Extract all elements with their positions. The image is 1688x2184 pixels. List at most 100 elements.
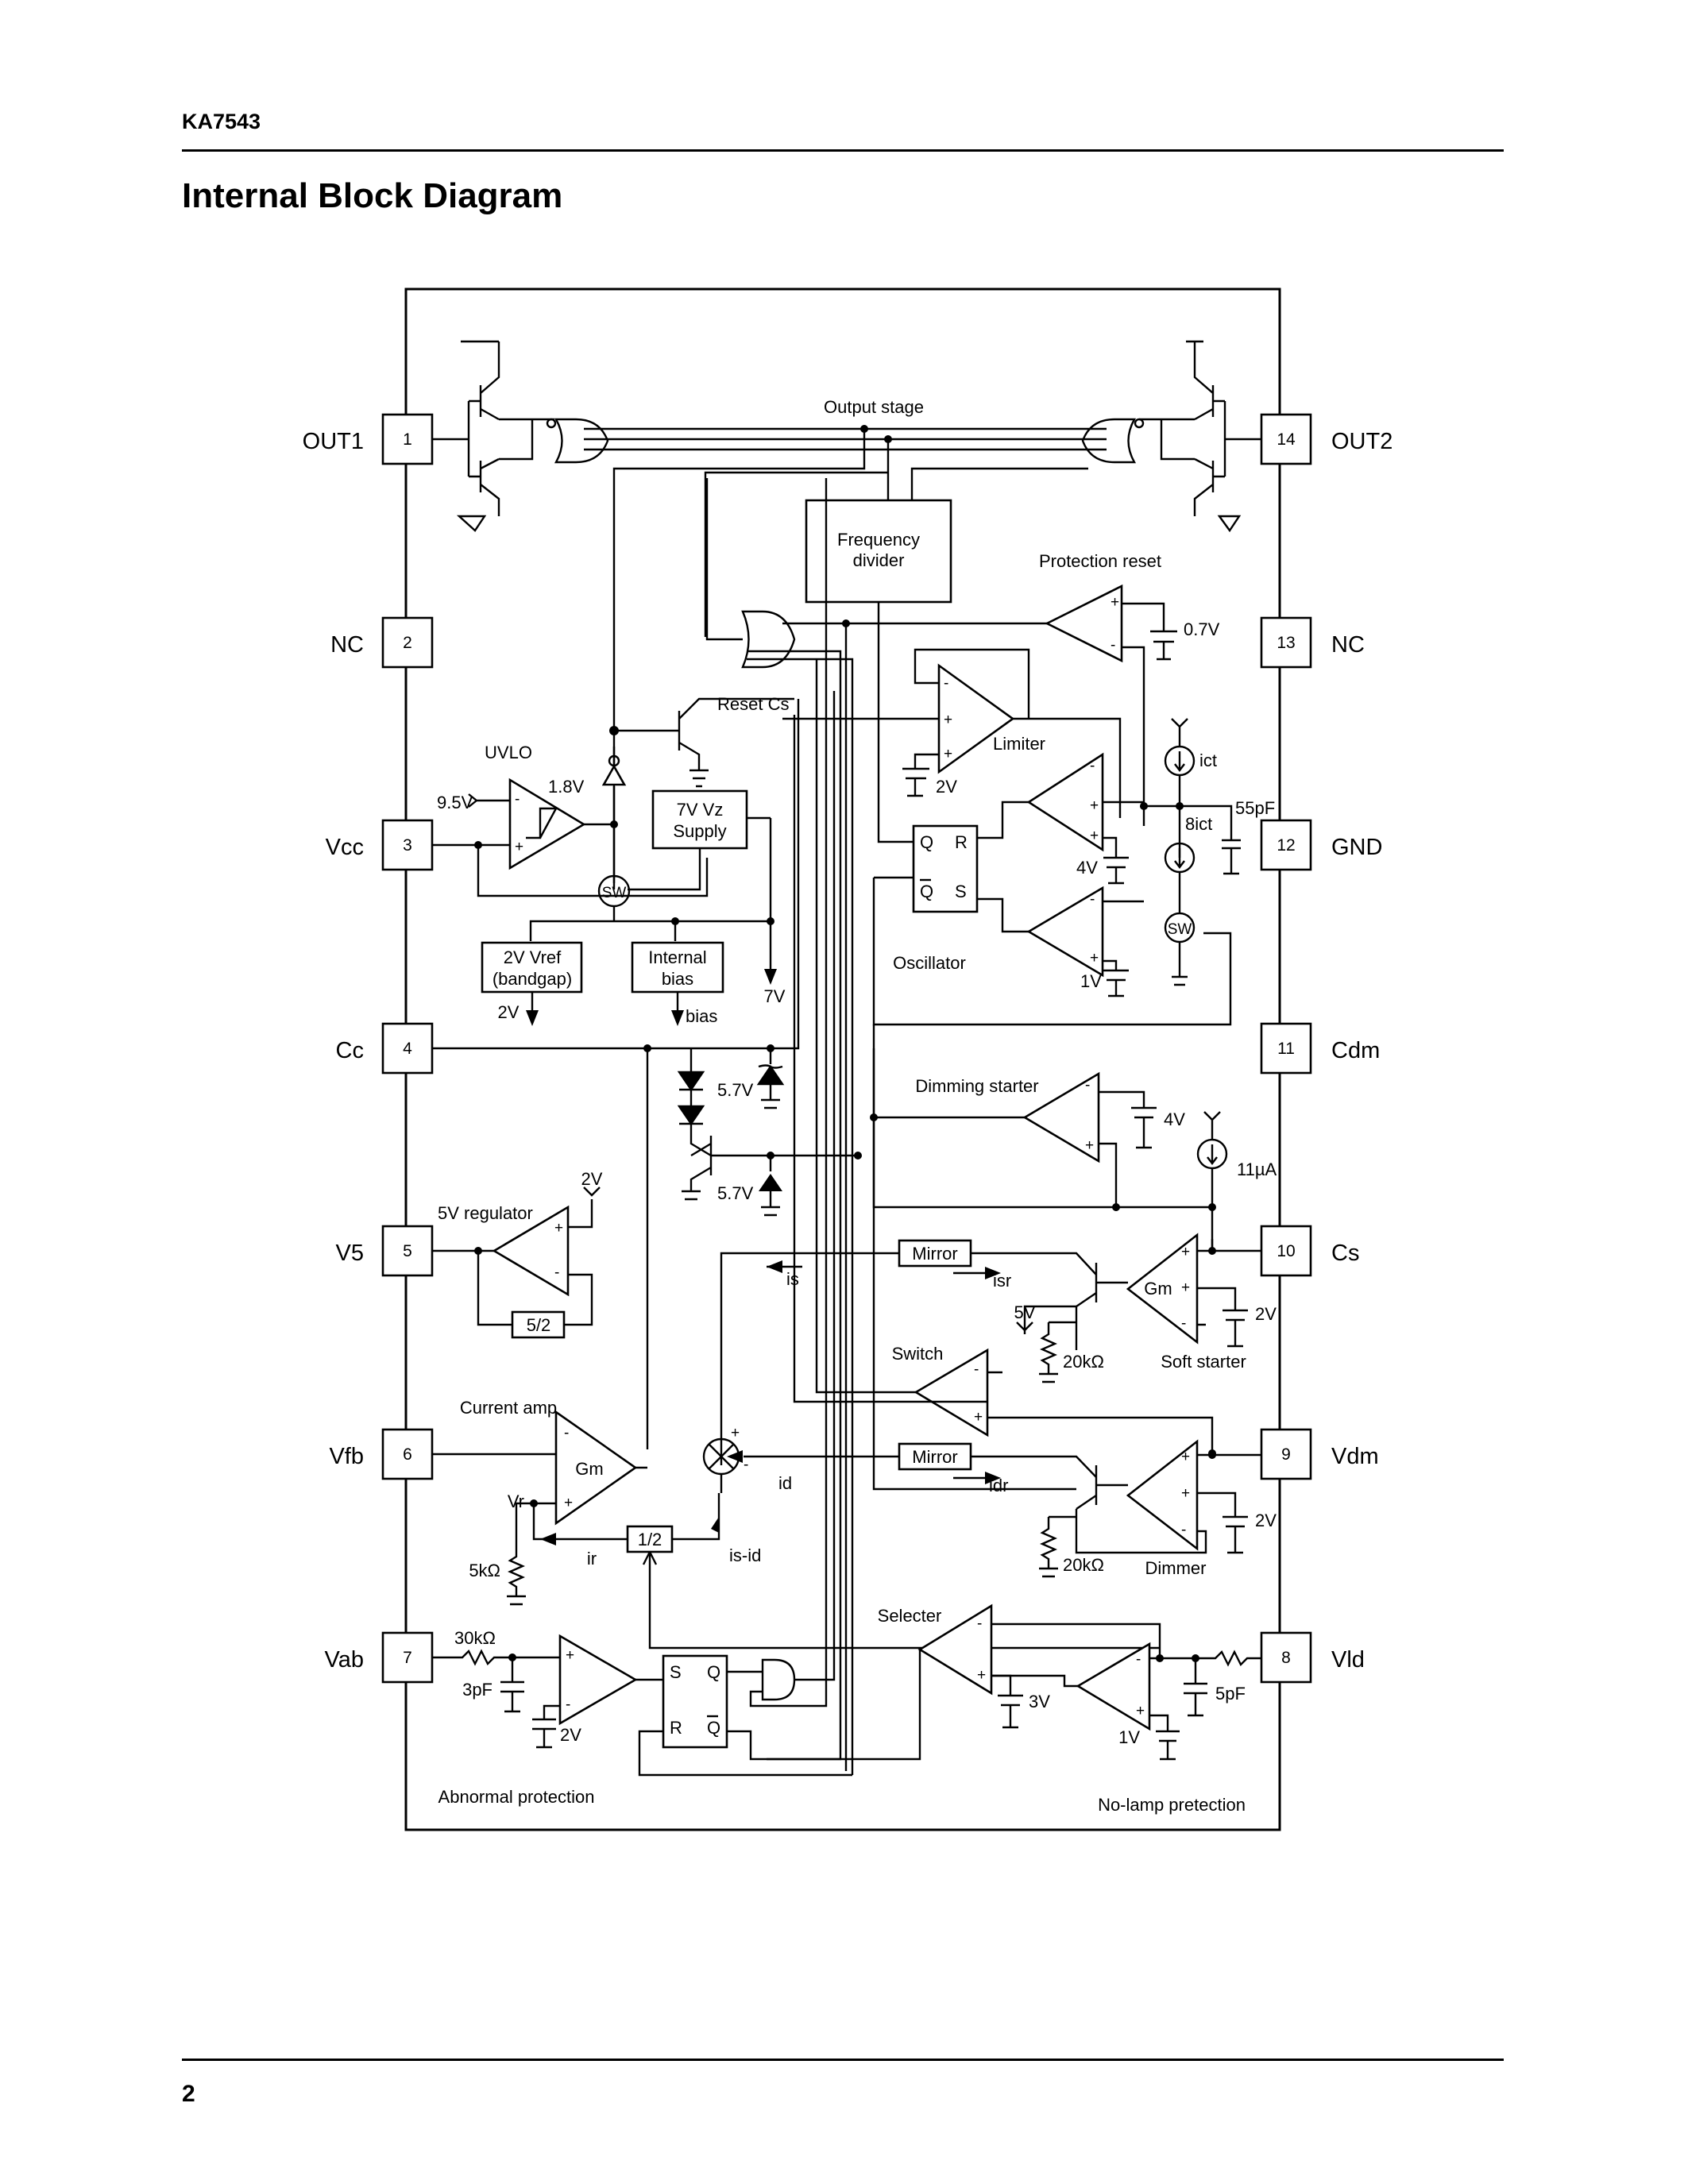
diagram-label: 5 xyxy=(403,1242,412,1260)
vref-block: 2V Vref (bandgap) 2V xyxy=(481,941,583,1026)
diagram-label: isr xyxy=(993,1271,1011,1291)
diagram-label: - xyxy=(1136,1651,1141,1668)
diagram-label: 20kΩ xyxy=(1063,1352,1104,1372)
uvlo-block: UVLO 1.8V 9.5V - + SW xyxy=(432,743,774,978)
diagram-label: - xyxy=(515,791,520,808)
regulator-5v: 5V regulator + - 2V 5/2 xyxy=(432,1169,603,1339)
diagram-label: OUT1 xyxy=(303,429,364,454)
diagram-label: 14 xyxy=(1277,430,1296,449)
diagram-label: + xyxy=(554,1220,563,1237)
diagram-label: - xyxy=(554,1264,559,1281)
pin-2-nc: 2 NC xyxy=(330,616,434,669)
page-number: 2 xyxy=(182,2081,195,2107)
protection-reset: Protection reset + - 0.7V xyxy=(782,551,1220,826)
diagram-label: 1/2 xyxy=(638,1530,662,1549)
dimming-starter: Dimming starter - + 4V 11µA xyxy=(870,1048,1277,1251)
current-amp: Current amp - + Gm Vr 5kΩ ir 1/2 is-id xyxy=(432,1398,1160,1650)
diagram-label: NC xyxy=(330,632,364,658)
diagram-label: ir xyxy=(587,1549,597,1569)
oscillator-block: Q R Q S Oscillator - + + 4V - + 1V xyxy=(872,752,1232,1026)
diagram-label: 5V regulator xyxy=(438,1203,533,1223)
diagram-label: 4V xyxy=(1164,1109,1185,1129)
pin-14-out2: 14 OUT2 xyxy=(1260,413,1393,465)
pin-3-vcc: 3 Vcc xyxy=(326,819,434,871)
diagram-label: Q xyxy=(707,1718,720,1738)
diagram-label: 2V Vref xyxy=(504,947,562,967)
diagram-label: + xyxy=(1090,828,1099,844)
multiplier: + - xyxy=(702,1425,748,1493)
diagram-label: Dimming starter xyxy=(915,1076,1038,1096)
diagram-label: (bandgap) xyxy=(492,969,572,989)
diagram-label: + xyxy=(564,1495,573,1511)
diagram-label: No-lamp pretection xyxy=(1098,1795,1246,1815)
diagram-label: 2V xyxy=(498,1002,520,1022)
diagram-label: - xyxy=(1181,1522,1186,1538)
diagram-label: Supply xyxy=(673,821,726,841)
diagram-label: S xyxy=(670,1662,682,1682)
diagram-label: Vab xyxy=(325,1647,364,1673)
diagram-label: 2 xyxy=(403,634,412,652)
diagram-label: Oscillator xyxy=(893,953,966,973)
diagram-label: Vld xyxy=(1331,1647,1365,1673)
pin-1-out1: 1 OUT1 xyxy=(303,413,434,465)
diagram-label: is-id xyxy=(729,1545,761,1565)
diagram-label: 11 xyxy=(1277,1040,1295,1058)
limiter-block: - + + Limiter 2V xyxy=(782,648,1122,818)
diagram-label: 1 xyxy=(403,430,412,449)
pin-8-vld: 8 Vld xyxy=(1260,1631,1365,1684)
diagram-label: 7 xyxy=(403,1649,412,1667)
page-title: Internal Block Diagram xyxy=(182,176,563,215)
diagram-label: - xyxy=(977,1615,982,1632)
or-gate-center xyxy=(705,478,854,1775)
pin-11-cdm: 11 Cdm xyxy=(1260,1022,1380,1075)
soft-starter: + + - Gm 2V Soft starter 5V 20kΩ xyxy=(1014,1233,1277,1383)
pin-10-cs: 10 Cs xyxy=(1260,1225,1359,1277)
diagram-label: id xyxy=(778,1473,792,1493)
diagram-label: Gm xyxy=(575,1459,603,1479)
diagram-label: 3 xyxy=(403,836,412,855)
pin-5-v5: 5 V5 xyxy=(336,1225,434,1277)
diagram-label: is xyxy=(786,1269,799,1289)
no-lamp-protection: - + 5pF 1V No-lamp pretection xyxy=(991,1642,1261,1815)
diagram-label: Q xyxy=(920,882,933,901)
diagram-label: Dimmer xyxy=(1145,1558,1207,1578)
diagram-label: Abnormal protection xyxy=(438,1787,595,1807)
diagram-label: + xyxy=(944,712,952,728)
diagram-label: + xyxy=(1090,797,1099,814)
diagram-label: Frequency xyxy=(837,530,920,550)
diagram-label: + xyxy=(1181,1279,1190,1296)
diagram-label: SW xyxy=(1168,921,1192,938)
diagram-label: 2V xyxy=(1255,1511,1277,1530)
diagram-label: Mirror xyxy=(912,1244,957,1264)
diagram-label: Protection reset xyxy=(1039,551,1161,571)
diagram-label: Vdm xyxy=(1331,1444,1379,1469)
diagram-label: 5/2 xyxy=(527,1315,551,1335)
pin-9-vdm: 9 Vdm xyxy=(1260,1428,1379,1480)
diagram-label: Q xyxy=(920,832,933,852)
diagram-label: + xyxy=(515,839,523,855)
diagram-label: Vfb xyxy=(329,1444,364,1469)
diagram-label: 2V xyxy=(560,1725,581,1745)
diagram-label: bias xyxy=(662,969,693,989)
diagram-label: - xyxy=(944,675,948,692)
switch-block: Switch - + xyxy=(793,659,1216,1457)
diagram-label: 4 xyxy=(403,1040,412,1058)
diagram-label: + xyxy=(944,746,952,762)
pin-6-vfb: 6 Vfb xyxy=(329,1428,434,1480)
pin-4-cc: 4 Cc xyxy=(336,1022,434,1075)
diagram-label: 10 xyxy=(1277,1242,1295,1260)
diagram-label: Vr xyxy=(508,1491,524,1511)
diagram-label: + xyxy=(1181,1244,1190,1260)
diagram-label: 13 xyxy=(1277,634,1295,652)
diagram-label: UVLO xyxy=(485,743,532,762)
diagram-label: + xyxy=(1090,950,1099,967)
diagram-label: 7V xyxy=(764,986,786,1006)
diagram-label: 7V Vz xyxy=(677,800,724,820)
selecter-block: Selecter - + 3V xyxy=(878,1603,1161,1729)
diagram-label: 1.8V xyxy=(548,777,585,797)
mirror-bottom: Mirror id idr xyxy=(727,1442,1097,1495)
diagram-label: V5 xyxy=(336,1241,364,1266)
diagram-label: - xyxy=(744,1457,748,1473)
diagram-label: R xyxy=(955,832,968,852)
